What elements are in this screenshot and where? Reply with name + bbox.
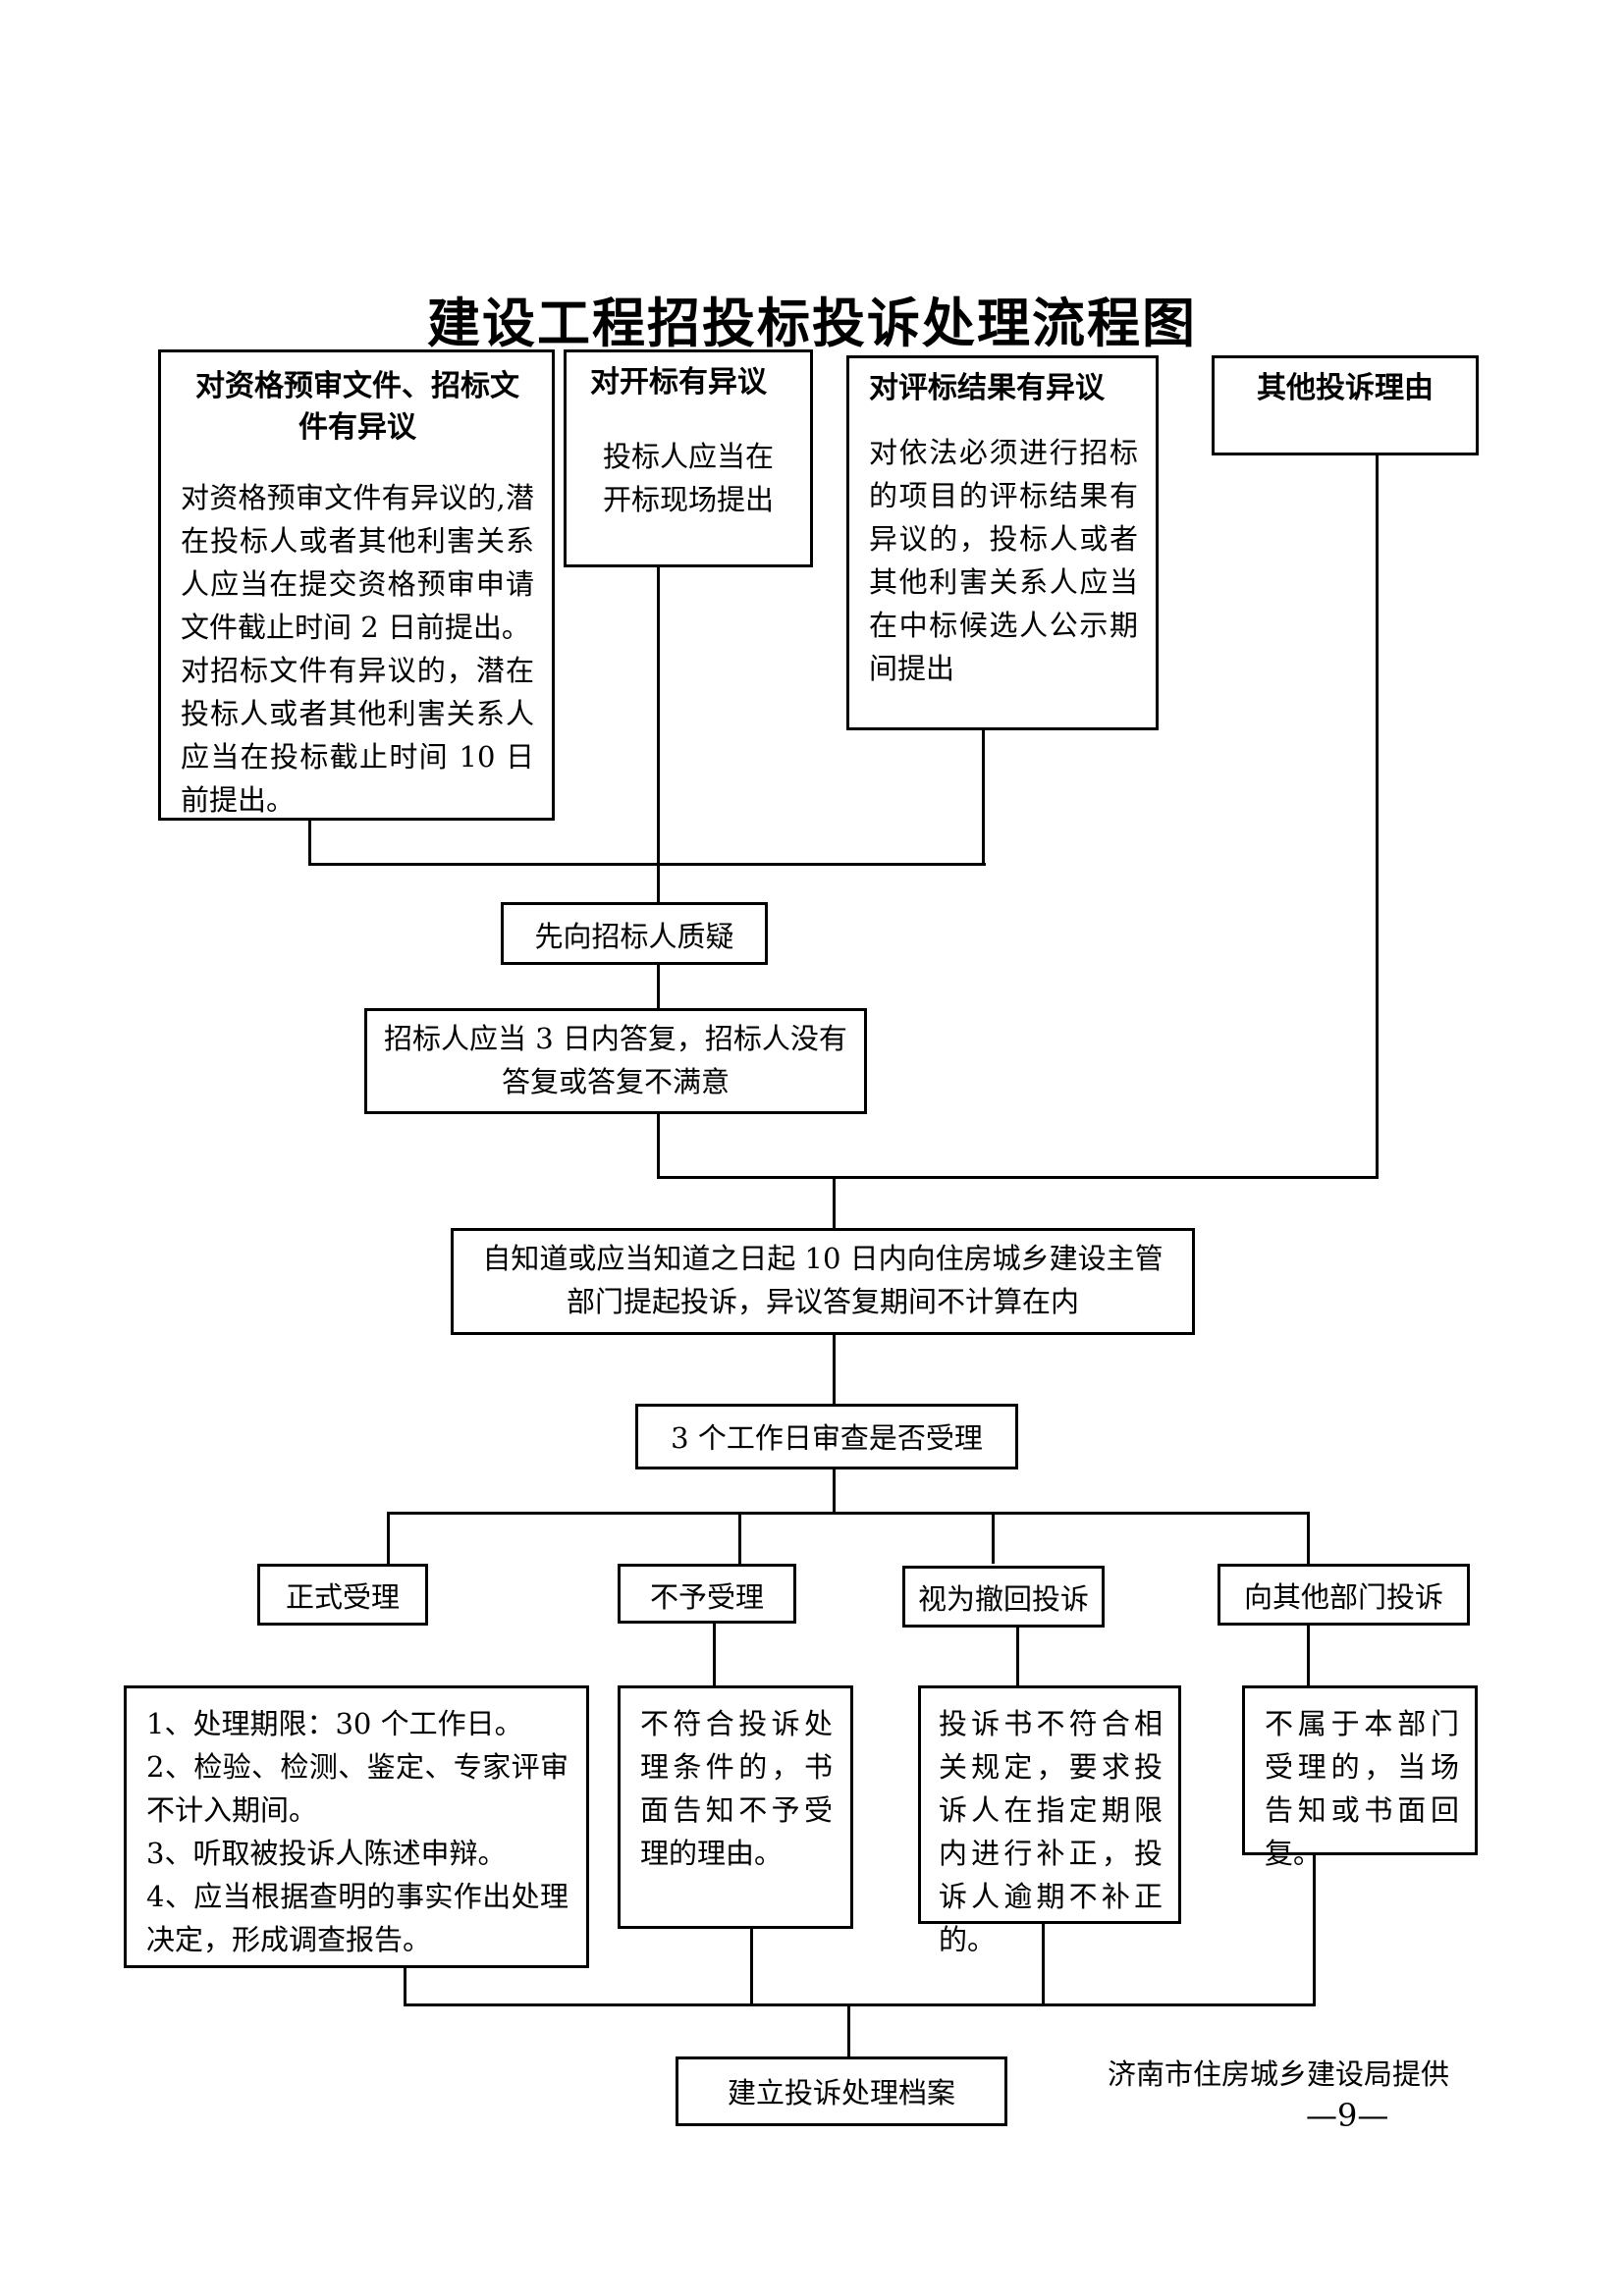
step-query-text: 先向招标人质疑 [534,920,734,953]
objection-prequal-text2: 对招标文件有异议的，潜在投标人或者其他利害关系人应当在投标截止时间 10 日前提… [181,654,534,817]
page-title: 建设工程招投标投诉处理流程图 [427,292,1197,354]
outcome-accept-label: 正式受理 [285,1580,400,1614]
archive-box: 建立投诉处理档案 [676,2056,1007,2126]
outcome-withdraw-text: 投诉书不符合相关规定，要求投诉人在指定期限内进行补正，投诉人逾期不补正的。 [939,1707,1163,1956]
objection-opening-text: 投标人应当在开标现场提出 [602,440,774,516]
step-complaint-box: 自知道或应当知道之日起 10 日内向住房城乡建设主管部门提起投诉，异议答复期间不… [451,1228,1195,1335]
archive-text: 建立投诉处理档案 [727,2076,955,2109]
outcome-withdraw-detail-box: 投诉书不符合相关规定，要求投诉人在指定期限内进行补正，投诉人逾期不补正的。 [918,1685,1181,1956]
objection-other-box: 其他投诉理由 [1212,355,1479,455]
step-complaint-text: 自知道或应当知道之日起 10 日内向住房城乡建设主管部门提起投诉，异议答复期间不… [482,1242,1164,1318]
page-number: —9— [1306,2097,1389,2134]
outcome-withdraw-label: 视为撤回投诉 [917,1582,1089,1616]
outcome-reject-text: 不符合投诉处理条件的，书面告知不予受理的理由。 [640,1707,833,1870]
outcome-accept-detail-box: 1、处理期限：30 个工作日。 2、检验、检测、鉴定、专家评审不计入期间。 3、… [124,1685,589,1968]
outcome-accept-label-box: 正式受理 [257,1564,428,1626]
step-reply-box: 招标人应当 3 日内答复，招标人没有答复或答复不满意 [364,1008,867,1114]
objection-evaluation-heading: 对评标结果有异议 [869,371,1105,405]
outcome-accept-item-4: 4、应当根据查明的事实作出处理决定，形成调查报告。 [146,1880,568,1956]
outcome-other-dept-text: 不属于本部门受理的，当场告知或书面回复。 [1265,1707,1459,1870]
outcome-withdraw-label-box: 视为撤回投诉 [902,1566,1105,1628]
outcome-other-dept-label-box: 向其他部门投诉 [1218,1564,1470,1626]
objection-evaluation-text: 对依法必须进行招标的项目的评标结果有异议的，投标人或者其他利害关系人应当在中标候… [869,436,1138,685]
objection-prequal-heading: 对资格预审文件、招标文件有异议 [195,369,519,445]
objection-opening-heading: 对开标有异议 [590,365,767,400]
step-reply-text: 招标人应当 3 日内答复，招标人没有答复或答复不满意 [384,1022,847,1098]
outcome-reject-label: 不予受理 [649,1580,764,1614]
objection-other-heading: 其他投诉理由 [1257,371,1434,405]
objection-evaluation-box: 对评标结果有异议 对依法必须进行招标的项目的评标结果有异议的，投标人或者其他利害… [846,355,1159,730]
outcome-other-dept-detail-box: 不属于本部门受理的，当场告知或书面回复。 [1242,1685,1478,1870]
step-review-text: 3 个工作日审查是否受理 [671,1421,983,1455]
objection-prequal-box: 对资格预审文件、招标文件有异议 对资格预审文件有异议的,潜在投标人或者其他利害关… [158,349,555,821]
outcome-accept-item-2: 2、检验、检测、鉴定、专家评审不计入期间。 [146,1750,568,1827]
outcome-reject-detail-box: 不符合投诉处理条件的，书面告知不予受理的理由。 [618,1685,853,1929]
step-query-box: 先向招标人质疑 [501,902,768,965]
footer-provider: 济南市住房城乡建设局提供 [1108,2057,1450,2091]
objection-opening-box: 对开标有异议 投标人应当在开标现场提出 [564,349,813,567]
objection-prequal-text1: 对资格预审文件有异议的,潜在投标人或者其他利害关系人应当在提交资格预审申请文件截… [181,481,534,644]
outcome-reject-label-box: 不予受理 [618,1564,796,1624]
outcome-accept-item-3: 3、听取被投诉人陈述申辩。 [146,1837,507,1870]
outcome-accept-item-1: 1、处理期限：30 个工作日。 [146,1707,523,1740]
step-review-box: 3 个工作日审查是否受理 [635,1404,1018,1469]
outcome-other-dept-label: 向其他部门投诉 [1243,1580,1443,1614]
